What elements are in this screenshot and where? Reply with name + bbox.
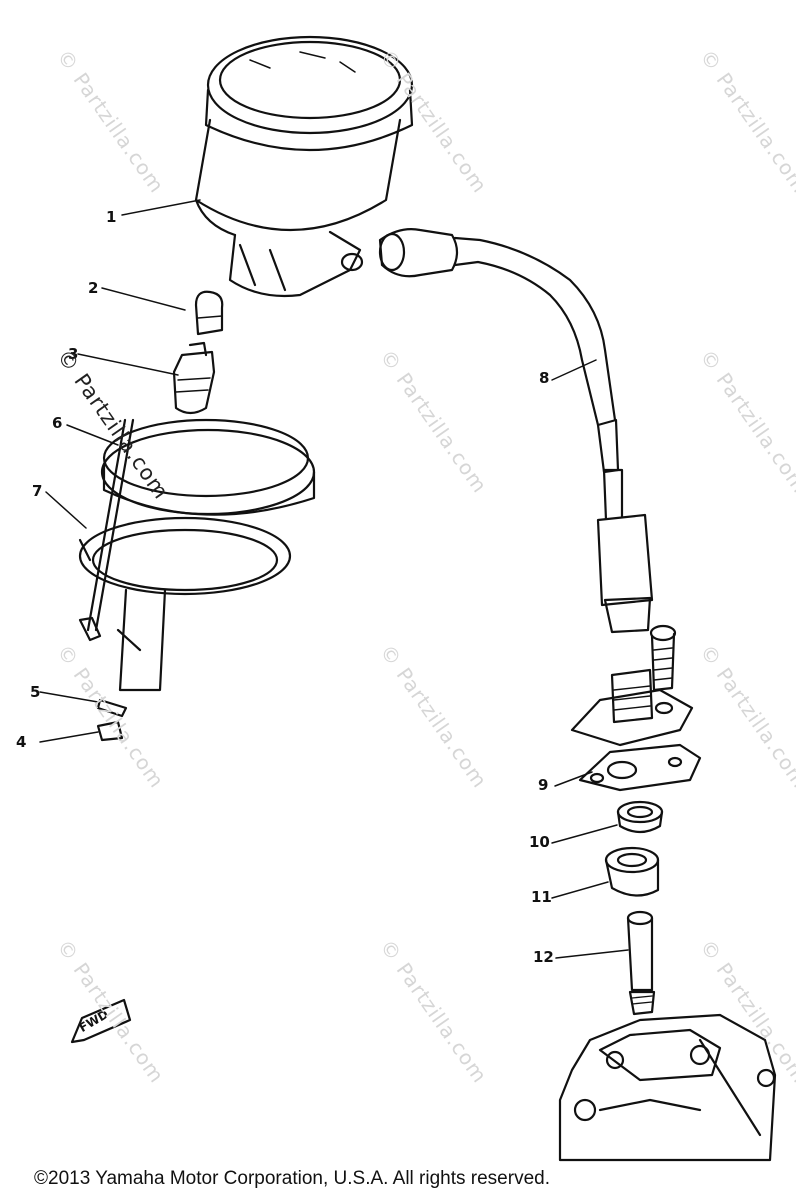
callout-4: 4: [16, 733, 27, 751]
socket: [172, 341, 216, 415]
copyright-text: ©2013 Yamaha Motor Corporation, U.S.A. A…: [34, 1168, 550, 1189]
fwd-arrow-icon: [70, 998, 132, 1044]
oil-seal: [616, 800, 664, 834]
callout-1: 1: [106, 208, 117, 226]
gear-housing: [570, 668, 702, 792]
gear-shaft: [626, 910, 656, 1016]
speedometer-meter: [194, 35, 414, 298]
callout-6: 6: [52, 414, 63, 432]
damper-ring: [78, 516, 292, 596]
callout-5: 5: [30, 683, 41, 701]
callout-8: 8: [539, 369, 550, 387]
screw: [649, 624, 677, 692]
callout-10: 10: [529, 833, 550, 851]
meter-wiring: [78, 418, 167, 692]
callout-3: 3: [68, 345, 79, 363]
clip-and-cap: [96, 698, 128, 742]
callout-12: 12: [533, 948, 554, 966]
bulb: [194, 290, 224, 336]
callout-7: 7: [32, 482, 43, 500]
callout-2: 2: [88, 279, 99, 297]
engine-case: [558, 1013, 777, 1162]
callout-11: 11: [531, 888, 552, 906]
bushing: [604, 846, 660, 897]
callout-9: 9: [538, 776, 549, 794]
speedometer-cable: [378, 228, 654, 634]
